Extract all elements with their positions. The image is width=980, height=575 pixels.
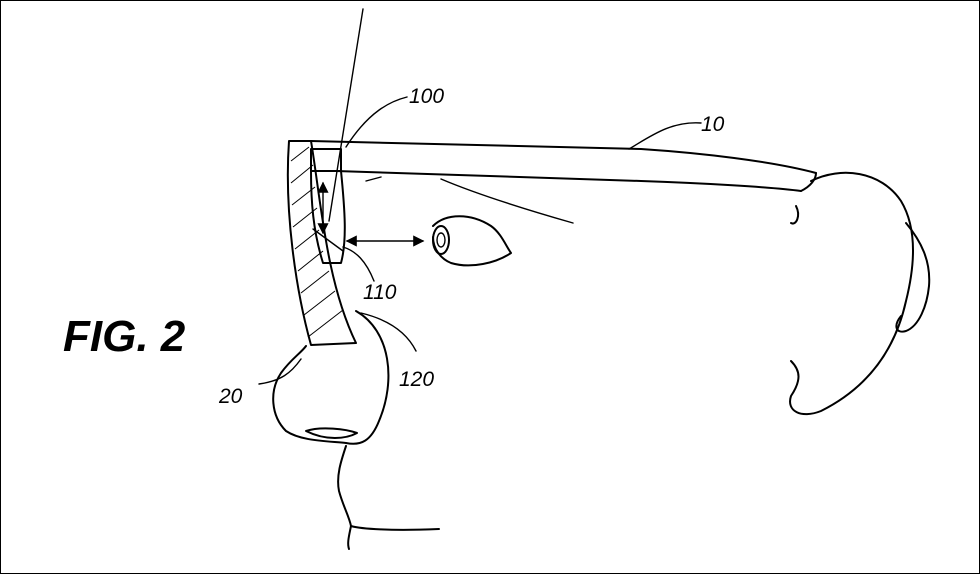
label-100: 100 — [409, 85, 444, 108]
leader-line-top — [328, 8, 364, 222]
label-10: 10 — [701, 113, 725, 136]
glasses-temple — [310, 140, 817, 192]
eye — [432, 215, 512, 267]
figure-title: FIG. 2 — [63, 312, 186, 361]
face-profile — [272, 310, 440, 550]
optical-module — [310, 148, 382, 264]
brow-line — [440, 178, 574, 224]
head-outline — [789, 171, 931, 416]
label-110: 110 — [363, 281, 397, 304]
label-20: 20 — [218, 385, 243, 408]
label-120: 120 — [399, 368, 434, 391]
leader-lines — [258, 96, 702, 385]
